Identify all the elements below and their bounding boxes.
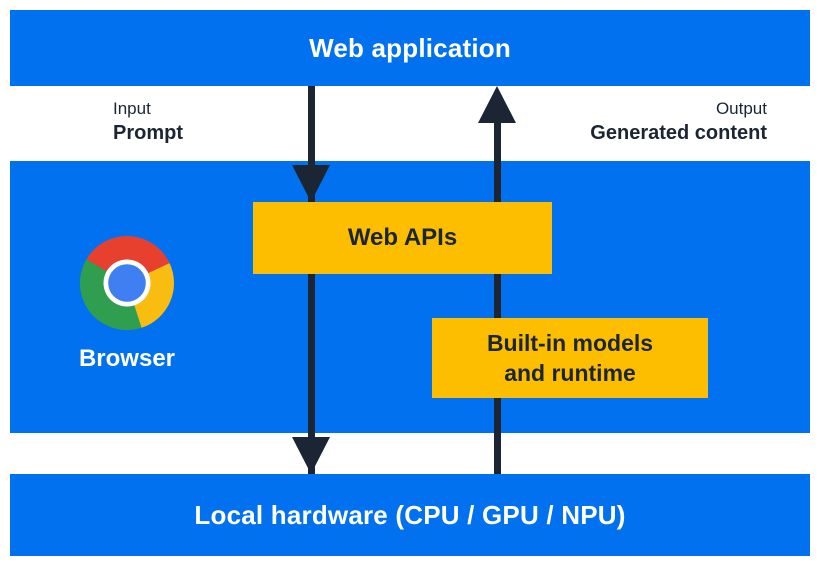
input-labels: Input Prompt — [113, 97, 183, 146]
prompt-down-arrow-line — [308, 86, 315, 474]
generated-content-arrowhead — [478, 86, 516, 123]
output-label: Output — [715, 99, 767, 118]
local-hardware-label: Local hardware (CPU / GPU / NPU) — [194, 499, 626, 530]
output-labels: Output Generated content — [590, 97, 767, 146]
chrome-icon — [80, 236, 174, 330]
prompt-label: Prompt — [113, 122, 183, 144]
built-in-models-label-line1: Built-in models — [486, 330, 654, 356]
web-application-bar: Web application — [10, 10, 810, 86]
input-label: Input — [113, 99, 151, 118]
generated-content-up-arrow-line — [494, 120, 501, 474]
prompt-arrowhead-web-apis — [292, 165, 330, 202]
web-application-label: Web application — [309, 32, 511, 63]
browser-block: Browser — [47, 236, 207, 373]
web-apis-box: Web APIs — [253, 202, 552, 274]
browser-label: Browser — [78, 345, 176, 372]
generated-content-label: Generated content — [590, 122, 767, 144]
prompt-arrowhead-hardware — [292, 437, 330, 474]
built-in-models-label-line2: and runtime — [504, 360, 636, 386]
local-hardware-bar: Local hardware (CPU / GPU / NPU) — [10, 474, 810, 556]
built-in-models-box: Built-in models and runtime — [432, 318, 708, 398]
web-apis-label: Web APIs — [347, 224, 458, 251]
